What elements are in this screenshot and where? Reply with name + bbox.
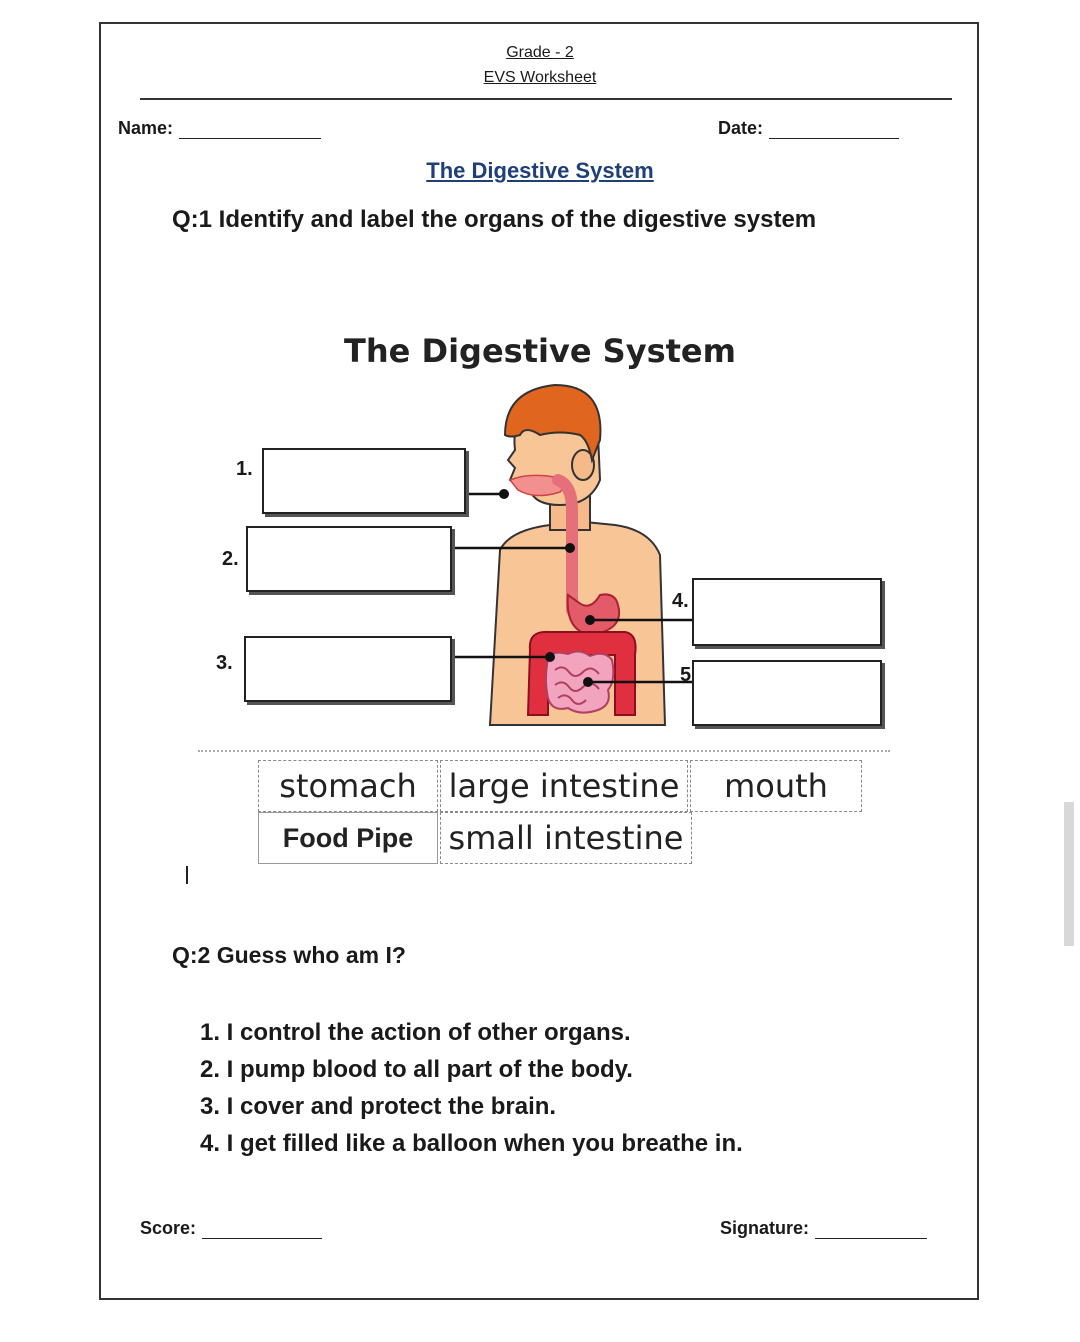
- date-field: Date:: [718, 118, 900, 139]
- word-stomach: stomach: [258, 760, 438, 812]
- box-number-1: 1.: [236, 458, 253, 480]
- digestive-system-illustration: [450, 383, 692, 726]
- scrollbar[interactable]: [1064, 802, 1074, 946]
- list-item: 4. I get filled like a balloon when you …: [200, 1130, 743, 1157]
- grade-heading: Grade - 2: [506, 44, 574, 61]
- box-number-4: 4.: [672, 590, 689, 612]
- list-item: 3. I cover and protect the brain.: [200, 1093, 557, 1120]
- signature-blank: [815, 1224, 928, 1239]
- label-box-4[interactable]: [692, 578, 882, 646]
- name-blank: [179, 124, 322, 139]
- list-item: 1. I control the action of other organs.: [200, 1019, 631, 1046]
- question-1: Q:1 Identify and label the organs of the…: [172, 206, 817, 233]
- name-field: Name:: [118, 118, 322, 139]
- list-item: 2. I pump blood to all part of the body.: [200, 1056, 633, 1083]
- diagram-separator: [198, 750, 890, 752]
- date-blank: [769, 124, 900, 139]
- label-box-1[interactable]: [262, 448, 466, 514]
- label-box-3[interactable]: [244, 636, 452, 702]
- date-label: Date:: [718, 118, 764, 138]
- label-box-5[interactable]: [692, 660, 882, 726]
- score-label: Score:: [140, 1218, 197, 1238]
- name-label: Name:: [118, 118, 174, 138]
- word-small-intestine: small intestine: [440, 812, 692, 864]
- worksheet-border: [99, 22, 979, 1300]
- score-field: Score:: [140, 1218, 323, 1239]
- text-cursor: [186, 866, 188, 884]
- riddle-list: 1. I control the action of other organs.…: [200, 1014, 743, 1162]
- signature-field: Signature:: [720, 1218, 928, 1239]
- box-number-2: 2.: [222, 548, 239, 570]
- signature-label: Signature:: [720, 1218, 810, 1238]
- diagram-title: The Digestive System: [344, 332, 736, 370]
- word-food-pipe: Food Pipe: [258, 812, 438, 864]
- word-large-intestine: large intestine: [440, 760, 688, 812]
- box-number-3: 3.: [216, 652, 233, 674]
- header-divider: [140, 98, 952, 100]
- score-blank: [202, 1224, 323, 1239]
- worksheet-heading: EVS Worksheet: [483, 69, 597, 86]
- word-mouth: mouth: [690, 760, 862, 812]
- page-title: The Digestive System: [426, 158, 654, 183]
- label-box-2[interactable]: [246, 526, 452, 592]
- question-2: Q:2 Guess who am I?: [172, 942, 406, 968]
